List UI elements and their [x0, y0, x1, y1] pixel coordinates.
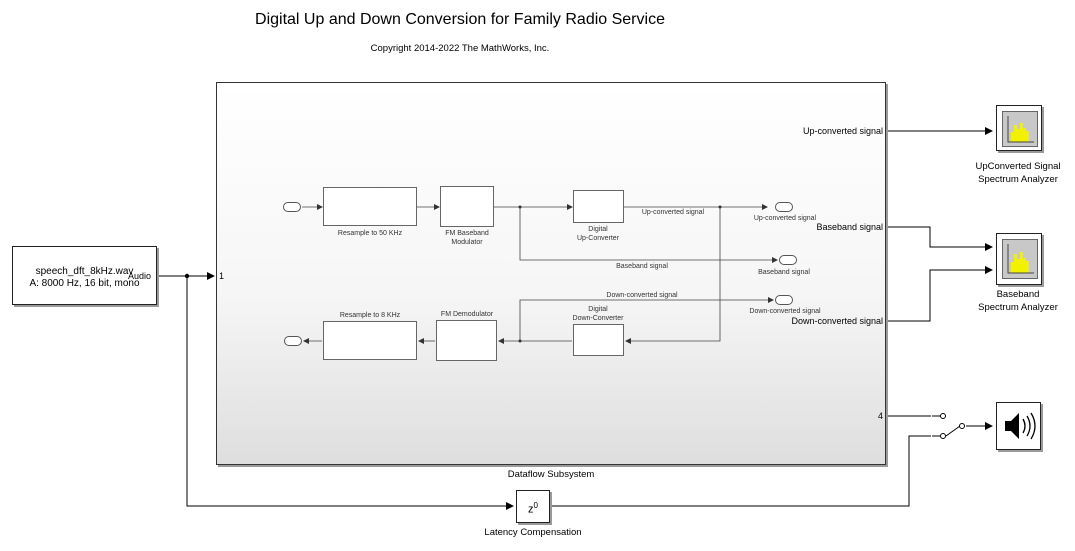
subsystem-outport-3-label: Down-converted signal: [791, 316, 883, 326]
fm-modulator-label-1: FM Baseband: [445, 230, 489, 237]
fm-modulator-block[interactable]: [440, 186, 494, 227]
inner-wires: [302, 204, 778, 344]
resample-down-block[interactable]: [323, 321, 417, 360]
subsystem-name-label: Dataflow Subsystem: [507, 469, 595, 480]
delay-symbol: z0: [517, 501, 549, 516]
switch-contact: [940, 433, 946, 439]
wire-label-down: Down-converted signal: [606, 292, 678, 299]
digital-upconverter-block[interactable]: [573, 190, 624, 223]
from-multimedia-file-block[interactable]: speech_dft_8kHz.wav A: 8000 Hz, 16 bit, …: [12, 246, 157, 305]
resample-down-label: Resample to 8 KHz: [339, 312, 401, 319]
upconverted-spectrum-analyzer[interactable]: [996, 105, 1042, 151]
wire-label-up: Up-converted signal: [641, 209, 705, 216]
ddc-label-1: Digital: [588, 306, 608, 313]
diagram-title: Digital Up and Down Conversion for Famil…: [255, 11, 665, 28]
upconverted-analyzer-label-1: UpConverted Signal: [975, 161, 1061, 172]
branch-point: [184, 273, 190, 279]
audio-device-writer-block[interactable]: [996, 402, 1041, 450]
wire-label-baseband: Baseband signal: [616, 263, 668, 270]
resample-up-block[interactable]: [323, 187, 417, 226]
fm-demodulator-label: FM Demodulator: [440, 311, 494, 318]
duc-label-2: Up-Converter: [576, 235, 619, 242]
latency-compensation-label: Latency Compensation: [484, 527, 582, 538]
duc-label-1: Digital: [588, 226, 608, 233]
delay-z: z: [528, 503, 534, 516]
copyright-text: Copyright 2014-2022 The MathWorks, Inc.: [370, 43, 550, 54]
subsystem-inport-label: 1: [219, 271, 225, 281]
delay-exponent: 0: [533, 501, 538, 510]
inner-outport-down: [775, 295, 793, 305]
latency-delay-block[interactable]: z0: [516, 490, 550, 523]
subsystem-outport-4-label: 4: [877, 411, 883, 421]
switch-contact: [959, 423, 965, 429]
resample-up-label: Resample to 50 KHz: [337, 230, 403, 237]
inner-outport-audio: [284, 336, 302, 346]
spectrum-analyzer-icon: [1002, 239, 1038, 279]
inner-outport-up: [775, 202, 793, 212]
inner-outport-baseband-label: Baseband signal: [758, 269, 810, 276]
baseband-spectrum-analyzer[interactable]: [996, 233, 1042, 285]
source-file-format: A: 8000 Hz, 16 bit, mono: [29, 278, 140, 289]
inner-outport-down-label: Down-converted signal: [749, 308, 821, 315]
baseband-analyzer-label-2: Spectrum Analyzer: [978, 302, 1058, 313]
inner-inport: [283, 202, 301, 212]
ddc-label-2: Down-Converter: [572, 315, 624, 322]
source-file-name: speech_dft_8kHz.wav: [35, 266, 134, 277]
inner-outport-up-label: Up-converted signal: [753, 215, 817, 222]
inner-outport-baseband: [779, 255, 797, 265]
outer-wires: [158, 127, 993, 510]
speaker-icon: [1005, 412, 1036, 440]
subsystem-outport-2-label: Baseband signal: [816, 222, 883, 232]
spectrum-analyzer-icon: [1002, 111, 1038, 147]
fm-demodulator-block[interactable]: [436, 320, 497, 361]
dataflow-subsystem[interactable]: Resample to 50 KHz FM Baseband Modulator…: [216, 82, 886, 465]
upconverted-analyzer-label-2: Spectrum Analyzer: [978, 174, 1058, 185]
fm-modulator-label-2: Modulator: [451, 239, 483, 246]
baseband-analyzer-label-1: Baseband: [996, 289, 1040, 300]
digital-downconverter-block[interactable]: [573, 324, 624, 356]
subsystem-outport-1-label: Up-converted signal: [802, 126, 883, 136]
source-port-label: Audio: [128, 271, 152, 281]
switch-contact: [940, 413, 946, 419]
